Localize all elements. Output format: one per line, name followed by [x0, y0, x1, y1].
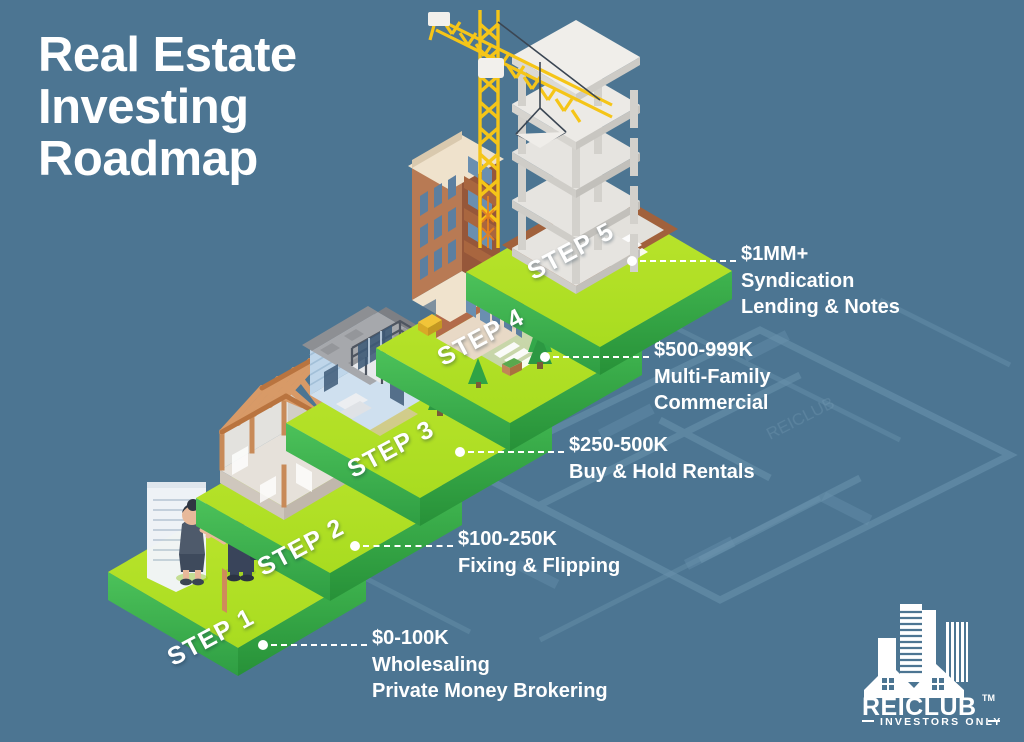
title-line-3: Roadmap	[38, 131, 258, 186]
callout-detail-2: Lending & Notes	[741, 296, 900, 319]
callout-dot	[455, 447, 465, 457]
reiclub-logo: REICLUB TM INVESTORS ONLY	[856, 598, 1006, 728]
logo-tagline: INVESTORS ONLY	[880, 716, 1002, 726]
callout-dash-line	[468, 451, 564, 453]
callout-detail-1: Multi-Family	[654, 365, 771, 388]
callout-dash-line	[363, 545, 453, 547]
logo-trademark: TM	[982, 693, 995, 703]
planter-box	[502, 358, 522, 376]
callout-dash-line	[553, 356, 649, 358]
callout-dot	[258, 640, 268, 650]
callout-text: $500-999K Multi-Family Commercial	[654, 337, 771, 417]
callout-detail-1: Syndication	[741, 269, 855, 292]
callout-range: $0-100K	[372, 627, 449, 649]
callout-detail-1: Buy & Hold Rentals	[569, 460, 755, 483]
callout-dot	[350, 541, 360, 551]
callout-range: $1MM+	[741, 243, 809, 265]
logo-wordmark: REICLUB	[862, 693, 977, 721]
tree-decoration	[468, 358, 488, 388]
callout-range: $100-250K	[458, 528, 557, 550]
callout-dash-line	[640, 260, 736, 262]
building-finished-house	[302, 306, 444, 430]
callout-range: $500-999K	[654, 339, 753, 361]
callout-detail-2: Commercial	[654, 392, 769, 415]
person-woman-investor	[176, 499, 227, 586]
callout-dot	[627, 256, 637, 266]
callout-dash-line	[271, 644, 367, 646]
page-title: Real Estate Investing Roadmap	[38, 28, 297, 186]
callout-text: $0-100K Wholesaling Private Money Broker…	[372, 625, 608, 705]
vehicle-car	[418, 314, 442, 336]
callout-dot	[540, 352, 550, 362]
callout-detail-2: Private Money Brokering	[372, 680, 608, 703]
callout-text: $1MM+ Syndication Lending & Notes	[741, 241, 900, 321]
callout-detail-1: Fixing & Flipping	[458, 554, 621, 577]
title-line-2: Investing	[38, 79, 249, 134]
construction-crane	[428, 10, 613, 248]
callout-text: $100-250K Fixing & Flipping	[458, 526, 620, 579]
callout-detail-1: Wholesaling	[372, 653, 490, 676]
title-line-1: Real Estate	[38, 28, 297, 82]
callout-range: $250-500K	[569, 434, 668, 456]
callout-text: $250-500K Buy & Hold Rentals	[569, 432, 755, 485]
